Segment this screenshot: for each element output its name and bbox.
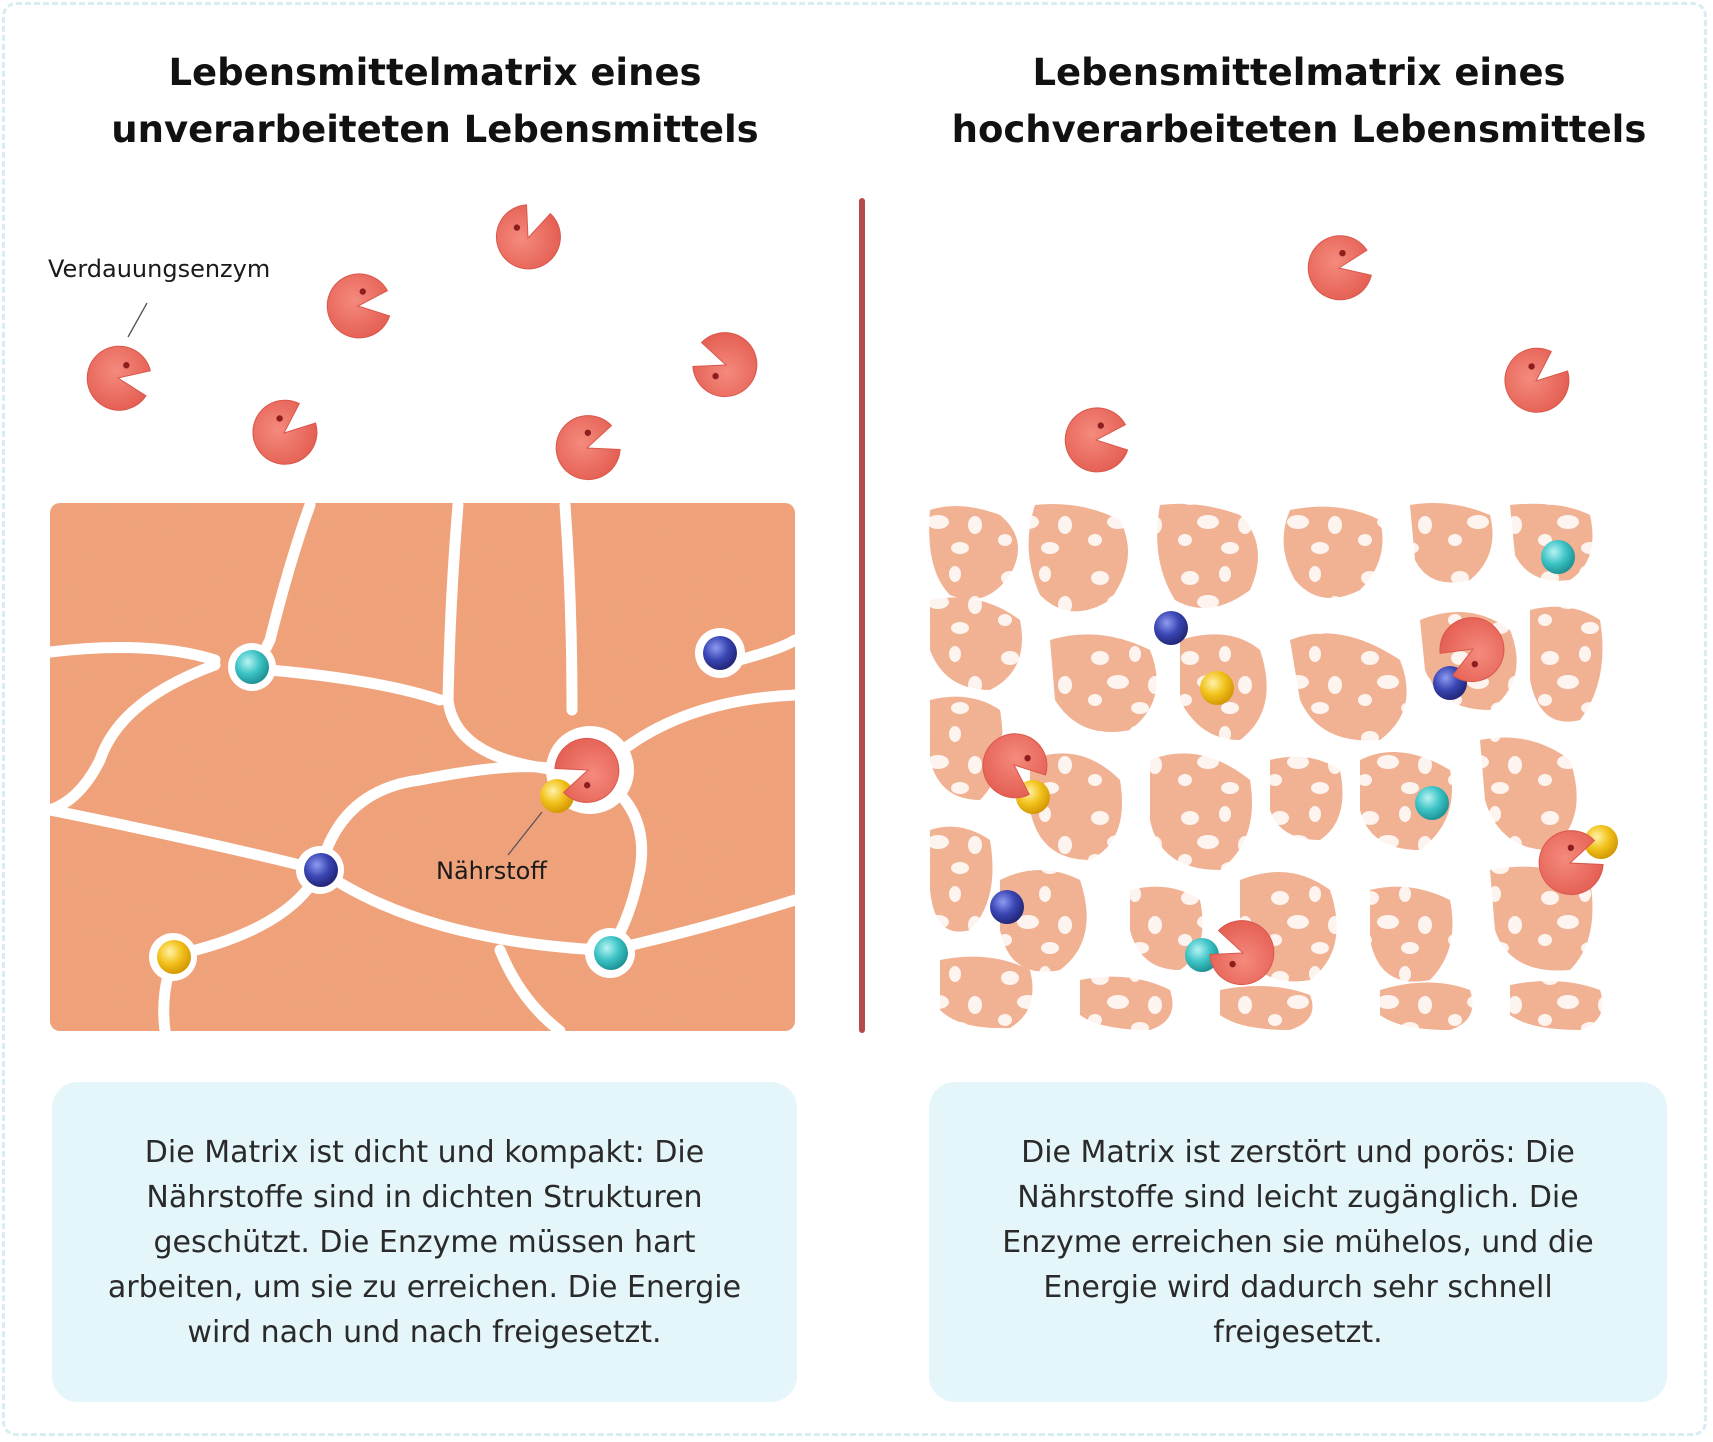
- nutrient-dot: [1541, 540, 1575, 574]
- left-nutrients: [157, 636, 737, 974]
- enzyme-icon: [685, 323, 767, 407]
- right-title: Lebensmittelmatrix eines hochverarbeitet…: [919, 44, 1679, 158]
- left-description-box: Die Matrix ist dicht und kompakt: Die Nä…: [52, 1082, 797, 1402]
- enzyme-icon: [239, 388, 329, 478]
- left-title-line2: unverarbeiteten Lebensmittels: [111, 108, 759, 151]
- nutrient-dot: [990, 890, 1024, 924]
- enzyme-icon: [546, 406, 628, 490]
- nutrient-label: Nährstoff: [436, 857, 547, 885]
- nutrient-dot: [540, 779, 574, 813]
- enzyme-icon: [81, 340, 155, 416]
- nutrient-dot: [1584, 825, 1618, 859]
- nutrient-dot: [157, 940, 191, 974]
- enzyme-icon: [1491, 336, 1581, 426]
- right-title-line2: hochverarbeiteten Lebensmittels: [951, 108, 1647, 151]
- enzyme-icon: [486, 197, 570, 279]
- left-title-line1: Lebensmittelmatrix eines: [168, 51, 702, 94]
- nutrient-dot: [304, 853, 338, 887]
- porous-matrix: [928, 498, 1608, 1033]
- enzyme-label: Verdauungsenzym: [48, 255, 271, 283]
- nutrient-dot: [1154, 611, 1188, 645]
- nutrient-dot: [703, 636, 737, 670]
- enzyme-leader-line: [127, 302, 148, 338]
- left-description: Die Matrix ist dicht und kompakt: Die Nä…: [107, 1134, 742, 1350]
- nutrient-leader-line: [507, 811, 543, 856]
- right-description-box: Die Matrix ist zerstört und porös: Die N…: [929, 1082, 1667, 1402]
- left-title: Lebensmittelmatrix eines unverarbeiteten…: [55, 44, 815, 158]
- panel-divider: [859, 198, 865, 1033]
- nutrient-dot: [1200, 671, 1234, 705]
- nutrient-dot: [1185, 938, 1219, 972]
- nutrient-dot: [235, 650, 269, 684]
- nutrient-dot: [1415, 786, 1449, 820]
- nutrient-dot: [594, 936, 628, 970]
- enzyme-icon: [324, 270, 392, 342]
- right-title-line1: Lebensmittelmatrix eines: [1032, 51, 1566, 94]
- right-description: Die Matrix ist zerstört und porös: Die N…: [1002, 1134, 1594, 1350]
- enzyme-icon: [1062, 404, 1130, 476]
- enzyme-icon: [1302, 230, 1376, 306]
- dense-matrix: [44, 499, 801, 1037]
